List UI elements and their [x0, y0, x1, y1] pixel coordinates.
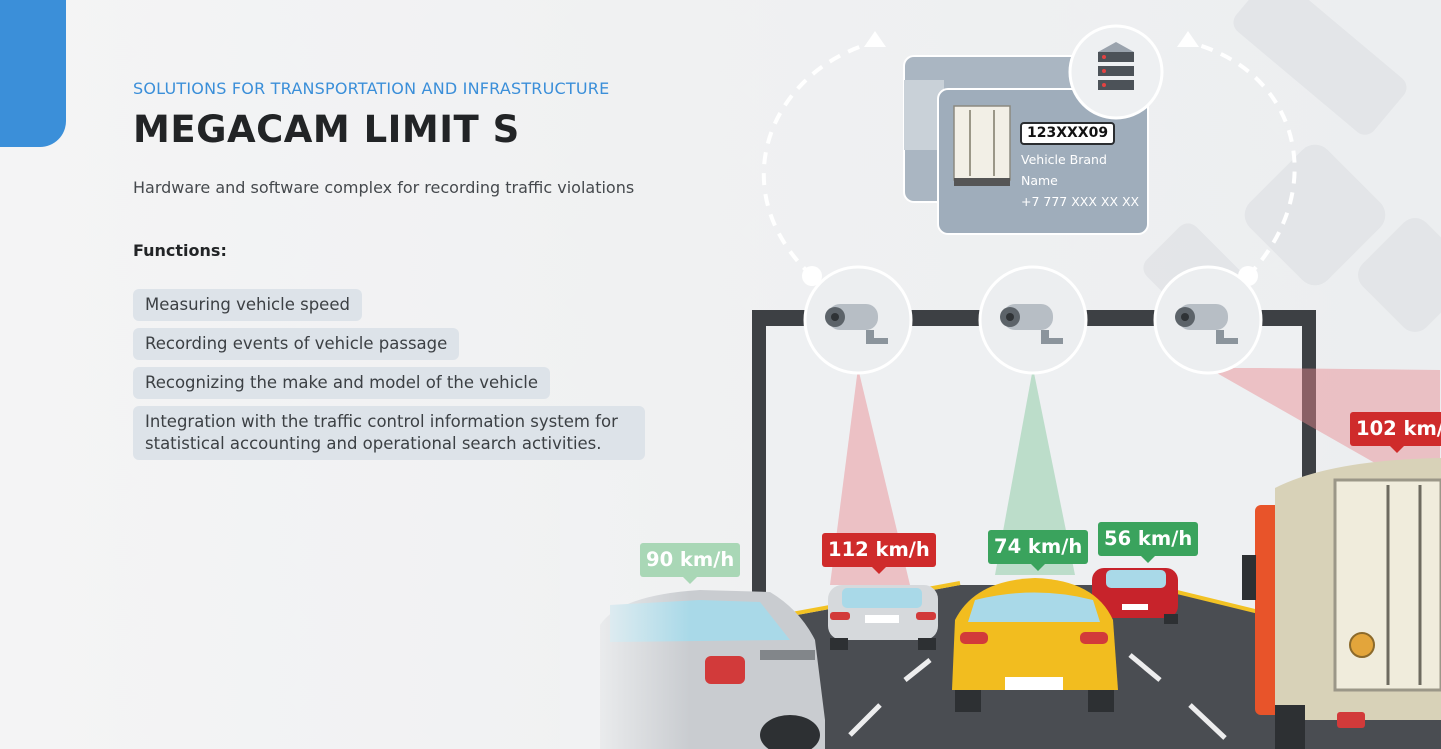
section-eyebrow: SOLUTIONS FOR TRANSPORTATION AND INFRAST…: [133, 79, 610, 98]
function-item-recognition: Recognizing the make and model of the ve…: [133, 367, 550, 399]
function-item-integration: Integration with the traffic control inf…: [133, 406, 645, 460]
scene-fade-overlay: [560, 470, 690, 749]
speed-badge-truck: 102 km/: [1350, 412, 1441, 453]
traffic-illustration: [560, 0, 1441, 749]
speed-badge-red-car: 56 km/h: [1098, 522, 1199, 563]
traffic-scene-graphic: [600, 0, 1441, 749]
function-item-passage: Recording events of vehicle passage: [133, 328, 460, 360]
plate-number: 123XXX09: [1020, 122, 1116, 145]
page-title: MEGACAM LIMIT S: [133, 108, 520, 151]
corner-accent-tab: [0, 0, 66, 147]
vehicle-name-label: Name: [1021, 173, 1058, 188]
speed-badge-yellow-car: 74 km/h: [988, 530, 1089, 571]
owner-phone-label: +7 777 XXX XX XX: [1021, 194, 1140, 209]
camera-icon: [803, 265, 913, 375]
camera-icon: [978, 265, 1088, 375]
functions-list: Measuring vehicle speed Recording events…: [133, 289, 693, 467]
speed-badge-far-left: 90 km/h: [640, 543, 741, 584]
functions-heading: Functions:: [133, 241, 227, 260]
page-subtitle: Hardware and software complex for record…: [133, 178, 635, 197]
function-item-speed: Measuring vehicle speed: [133, 289, 362, 321]
camera-icon: [1153, 265, 1263, 375]
vehicle-brand-label: Vehicle Brand: [1021, 152, 1107, 167]
speed-badge-left: 112 km/h: [822, 533, 936, 574]
